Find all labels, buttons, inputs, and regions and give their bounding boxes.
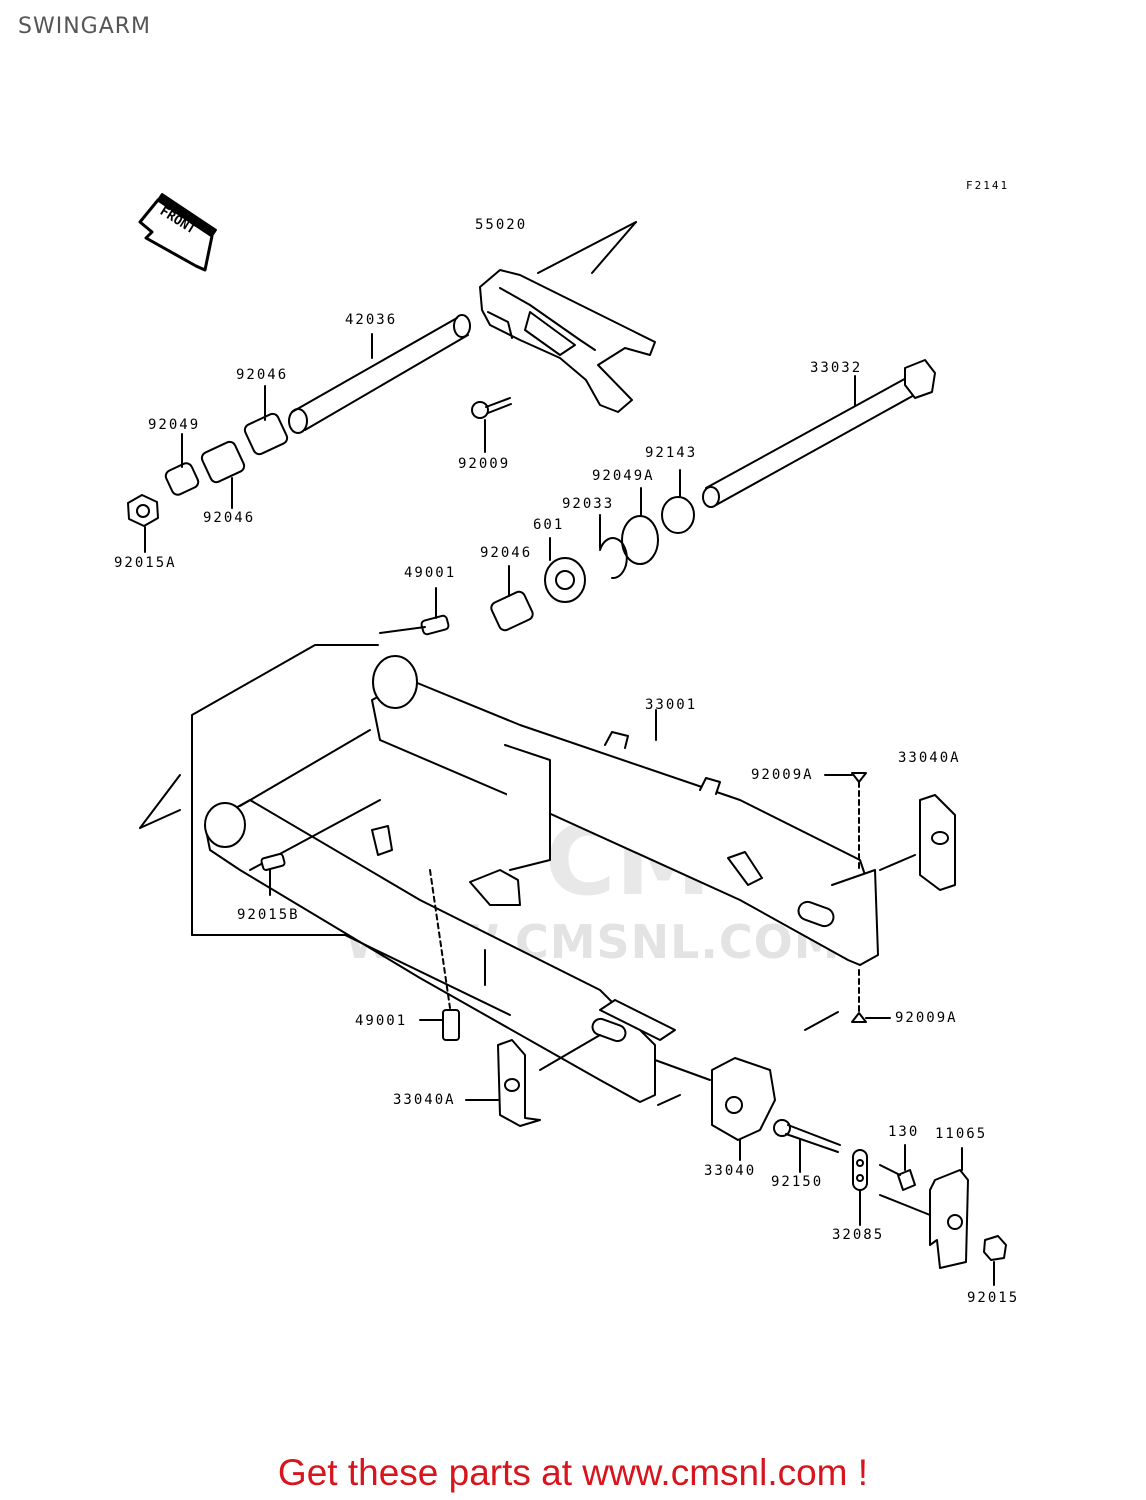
left-bearing-stack [127,385,289,553]
label-11065: 11065 [935,1126,988,1142]
part-33040-adjuster [711,1057,776,1161]
label-92015A: 92015A [114,555,177,571]
right-bearing-stack [490,469,695,632]
label-92009A: 92009A [751,767,814,783]
label-92046: 92046 [236,367,289,383]
part-33040A-slider-right [919,794,956,891]
label-92046-c: 92046 [480,545,533,561]
part-33040A-slider-left [465,1034,601,1127]
label-130: 130 [888,1124,920,1140]
label-55020: 55020 [475,217,528,233]
label-33040A-b: 33040A [393,1092,456,1108]
label-33032: 33032 [810,360,863,376]
label-92015B: 92015B [237,907,300,923]
label-92046-b: 92046 [203,510,256,526]
label-33001: 33001 [645,697,698,713]
part-32085-plate [852,1149,868,1226]
label-92009: 92009 [458,456,511,472]
part-49001-grease-nipple-lower [419,869,460,1041]
part-92150-adjuster-bolt [773,1119,841,1173]
label-49001-b: 49001 [355,1013,408,1029]
part-92009-bolt [471,397,512,453]
label-49001: 49001 [404,565,457,581]
footer-cta-link[interactable]: Get these parts at www.cmsnl.com ! [277,1452,869,1493]
part-92015B-plug [260,853,286,896]
part-49001-grease-nipple [379,587,450,636]
part-55020-chain-guard [479,221,656,413]
label-92015: 92015 [967,1290,1020,1306]
label-33040: 33040 [704,1163,757,1179]
label-601: 601 [533,517,565,533]
part-92015-nut [983,1235,1007,1286]
part-11065-bracket [879,1147,969,1269]
label-92009A-b: 92009A [895,1010,958,1026]
front-arrow-icon: FRONT [138,193,217,272]
page-title: SWINGARM [18,14,152,39]
label-92033: 92033 [562,496,615,512]
leader-lines [139,644,946,1106]
part-130-bolt [879,1144,916,1191]
part-33001-swingarm [204,655,879,1103]
label-42036: 42036 [345,312,398,328]
label-92049: 92049 [148,417,201,433]
part-42036-sleeve [288,314,471,434]
label-92143: 92143 [645,445,698,461]
part-33032-pivot-shaft [702,359,936,508]
label-92049A: 92049A [592,468,655,484]
label-92150: 92150 [771,1174,824,1190]
label-32085: 32085 [832,1227,885,1243]
label-33040A: 33040A [898,750,961,766]
part-92009A-screws [851,772,891,1023]
figure-id: F2141 [966,179,1010,192]
